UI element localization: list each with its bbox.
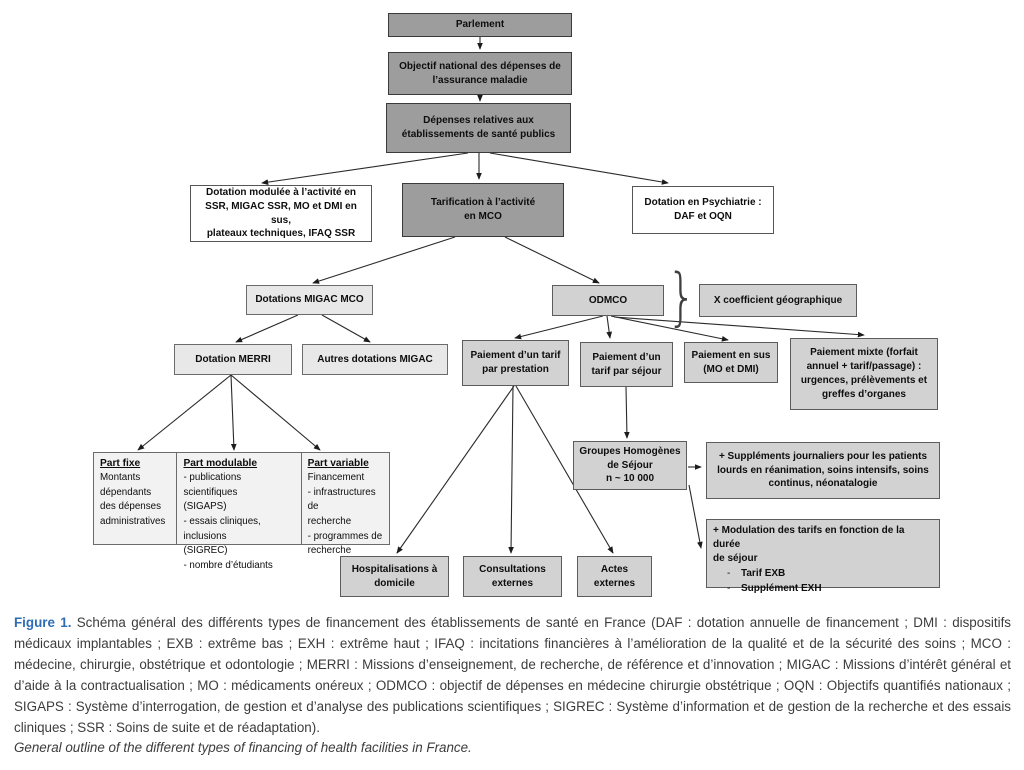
part-fixe-body: Montants dépendants des dépenses adminis… bbox=[100, 472, 166, 528]
node-parlement: Parlement bbox=[388, 13, 572, 37]
node-en-sus: Paiement en sus (MO et DMI) bbox=[684, 342, 778, 383]
node-tarification: Tarification à l’activité en MCO bbox=[402, 183, 564, 237]
node-merri: Dotation MERRI bbox=[174, 344, 292, 375]
modulation-item: -Tarif EXB bbox=[713, 566, 785, 581]
node-consultations: Consultations externes bbox=[463, 556, 562, 597]
node-part-variable: Part variable Financement - infrastructu… bbox=[302, 453, 389, 556]
node-migac-mco: Dotations MIGAC MCO bbox=[246, 285, 373, 315]
node-coeff-geo: X coefficient géographique bbox=[699, 284, 857, 317]
node-prestation: Paiement d’un tarif par prestation bbox=[462, 340, 569, 386]
node-hospitalisations: Hospitalisations à domicile bbox=[340, 556, 449, 597]
node-autres-migac: Autres dotations MIGAC bbox=[302, 344, 448, 375]
node-ondam: Objectif national des dépenses de l’assu… bbox=[388, 52, 572, 95]
part-modulable-title: Part modulable bbox=[183, 458, 258, 469]
node-mixte: Paiement mixte (forfait annuel + tarif/p… bbox=[790, 338, 938, 410]
figure-label: Figure 1. bbox=[14, 615, 72, 630]
part-variable-body: Financement - infrastructures de recherc… bbox=[307, 472, 383, 557]
dash: - bbox=[727, 568, 731, 579]
node-odmco: ODMCO bbox=[552, 285, 664, 316]
caption-text-en: General outline of the different types o… bbox=[14, 740, 472, 756]
brace-glyph: } bbox=[666, 260, 697, 333]
node-part-modulable: Part modulable - publications scientifiq… bbox=[177, 453, 302, 571]
part-fixe-title: Part fixe bbox=[100, 458, 141, 469]
part-modulable-body: - publications scientifiques (SIGAPS) - … bbox=[183, 472, 273, 572]
node-modulation: + Modulation des tarifs en fonction de l… bbox=[706, 519, 940, 594]
node-depenses: Dépenses relatives aux établissements de… bbox=[386, 103, 571, 153]
node-psychiatrie: Dotation en Psychiatrie : DAF et OQN bbox=[632, 186, 774, 234]
node-part-fixe: Part fixe Montants dépendants des dépens… bbox=[94, 453, 178, 544]
modulation-item: -Supplément EXH bbox=[713, 581, 822, 596]
modulation-title: + Modulation des tarifs en fonction de l… bbox=[713, 525, 905, 564]
node-sejour: Paiement d’un tarif par séjour bbox=[580, 342, 673, 387]
node-supplements: + Suppléments journaliers pour les patie… bbox=[706, 442, 940, 499]
node-part-group: Part fixe Montants dépendants des dépens… bbox=[93, 452, 390, 571]
modulation-item-label: Supplément EXH bbox=[741, 583, 822, 594]
node-dotation-ssr: Dotation modulée à l’activité en SSR, MI… bbox=[190, 185, 372, 242]
node-actes: Actes externes bbox=[577, 556, 652, 597]
caption-text-fr: Schéma général des différents types de f… bbox=[14, 615, 1011, 735]
dash: - bbox=[727, 583, 731, 594]
modulation-item-label: Tarif EXB bbox=[741, 568, 786, 579]
financing-flowchart: Parlement Objectif national des dépenses… bbox=[93, 13, 940, 597]
part-variable-title: Part variable bbox=[307, 458, 369, 469]
node-ghs: Groupes Homogènes de Séjour n ~ 10 000 bbox=[573, 441, 687, 490]
figure-caption: Figure 1. Schéma général des différents … bbox=[14, 613, 1011, 759]
